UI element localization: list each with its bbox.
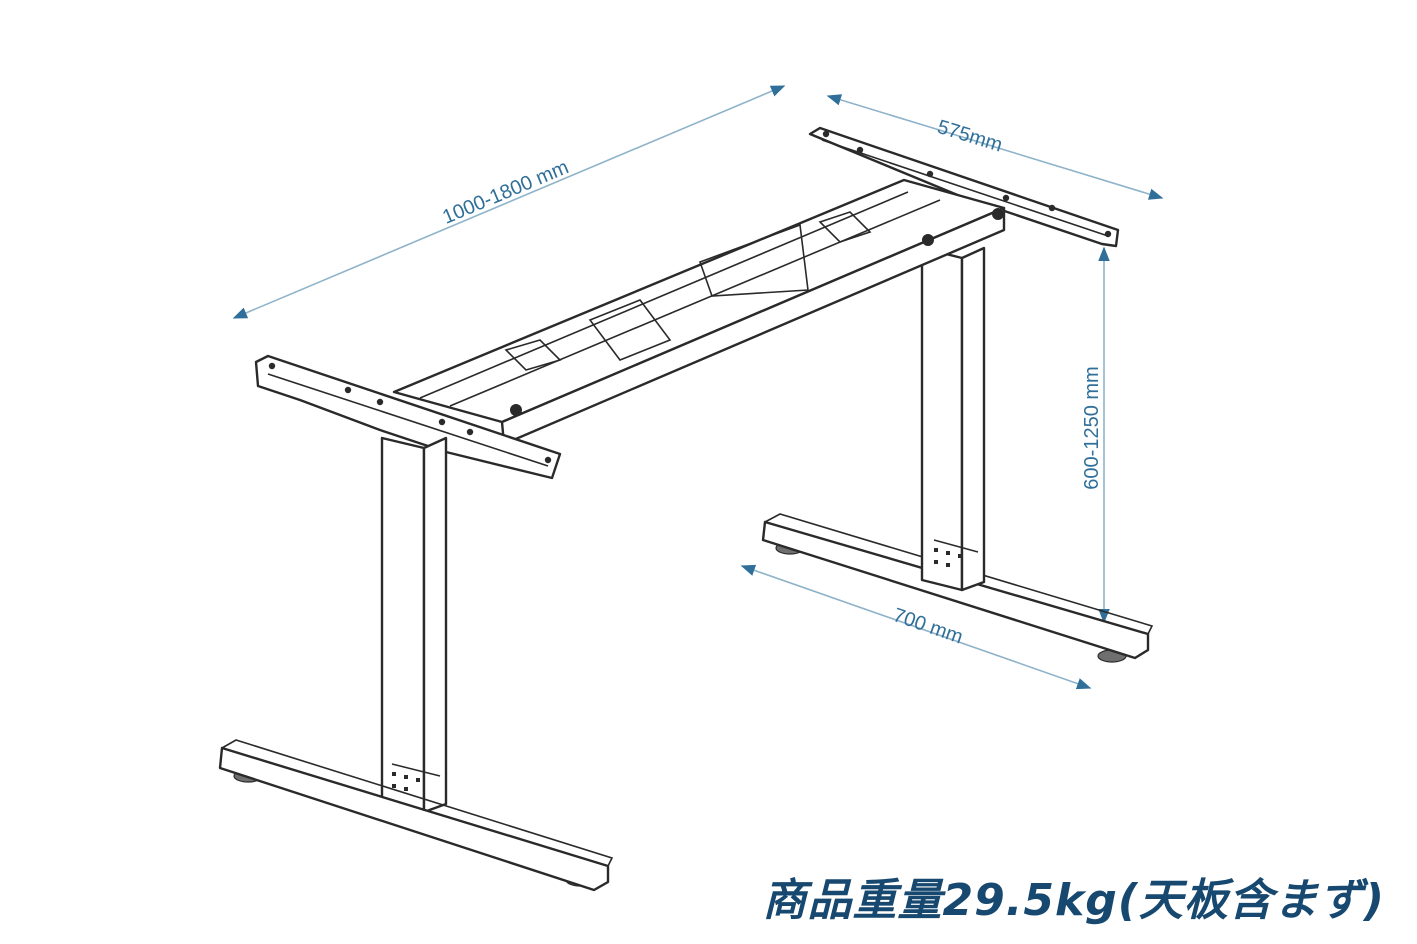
front-foot — [218, 739, 614, 892]
depth-dimension-label: 575mm — [935, 116, 1005, 157]
product-weight-caption: 商品重量29.5kg(天板含まず) — [762, 875, 1385, 926]
crossbar — [392, 178, 1006, 446]
back-leg-column — [920, 246, 986, 592]
height-dimension: 600-1250 mm — [1081, 246, 1110, 624]
height-dimension-label: 600-1250 mm — [1081, 366, 1103, 489]
front-leg-column — [380, 436, 448, 814]
width-dimension-label: 1000-1800 mm — [439, 156, 572, 228]
foot-length-dimension-label: 700 mm — [890, 604, 965, 648]
